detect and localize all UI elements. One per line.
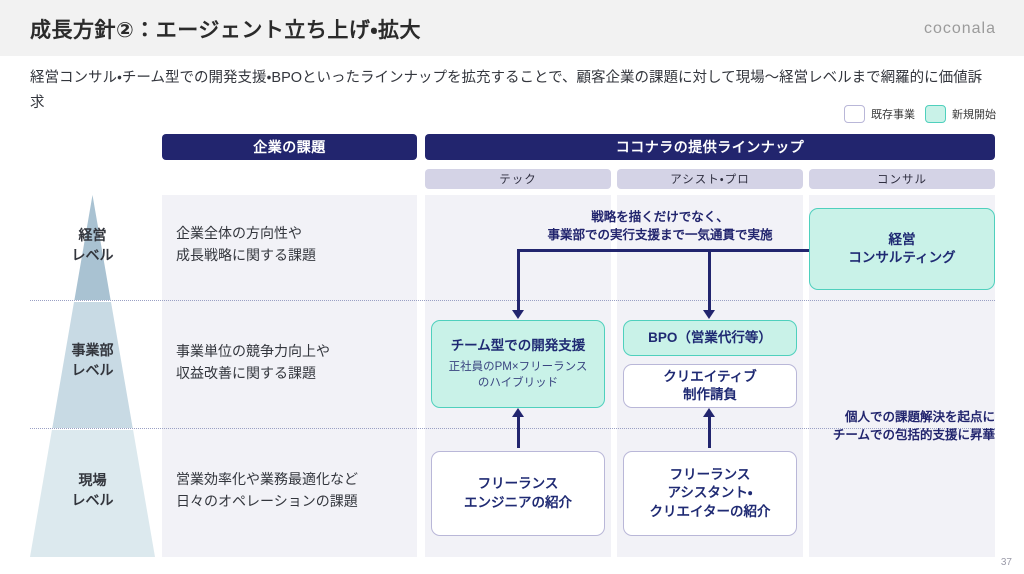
slide-header: 成長方針②：エージェント立ち上げ・拡大 coconala bbox=[0, 0, 1024, 56]
legend-item-existing: 既存事業 bbox=[844, 105, 915, 123]
card-freelance-assistant-line2: アシスタント・ bbox=[667, 485, 753, 501]
column-panel-issues bbox=[162, 195, 417, 557]
row-separator-2 bbox=[30, 428, 995, 429]
legend-item-new: 新規開始 bbox=[925, 105, 996, 123]
card-creative-line2: 制作請負 bbox=[683, 387, 737, 402]
page-number: 37 bbox=[1000, 557, 1012, 568]
card-freelance-engineer-line2: エンジニアの紹介 bbox=[464, 494, 572, 510]
annotation-top-line2: 事業部での実行支援まで一気通貫で実施 bbox=[547, 228, 773, 243]
coconala-logo: coconala bbox=[923, 20, 996, 37]
row-label-frontline-line1: 現場 bbox=[78, 472, 107, 488]
card-management-consulting-line2: コンサルティング bbox=[848, 250, 956, 265]
row-label-division-line1: 事業部 bbox=[71, 342, 114, 358]
arrowhead-up-tech-icon bbox=[512, 408, 524, 417]
row-label-management-line2: レベル bbox=[71, 247, 114, 264]
row-label-division: 事業部 レベル bbox=[30, 340, 155, 381]
card-team-development-sub-line2: のハイブリッド bbox=[477, 376, 559, 389]
legend-label-new: 新規開始 bbox=[952, 109, 996, 121]
connector-horizontal bbox=[518, 249, 811, 252]
column-header-issues: 企業の課題 bbox=[162, 134, 417, 160]
annotation-right-line1: 個人での課題解決を起点に bbox=[844, 410, 995, 424]
level-pyramid bbox=[30, 195, 155, 557]
issue-division-line2: 収益改善に関する課題 bbox=[176, 365, 316, 382]
issue-text-division: 事業単位の競争力向上や 収益改善に関する課題 bbox=[176, 340, 416, 385]
card-freelance-assistant[interactable]: フリーランス アシスタント・ クリエイターの紹介 bbox=[623, 451, 797, 536]
pyramid-shape-icon bbox=[30, 195, 155, 557]
issue-management-line2: 成長戦略に関する課題 bbox=[176, 247, 316, 264]
card-creative-line1: クリエイティブ bbox=[663, 368, 757, 384]
subheader-consul: コンサル bbox=[809, 169, 995, 189]
annotation-top-line1: 戦略を描くだけでなく、 bbox=[591, 210, 729, 224]
legend-swatch-new-icon bbox=[925, 105, 946, 123]
card-bpo[interactable]: BPO（営業代行等） bbox=[623, 320, 797, 356]
connector-vertical-up-tech bbox=[517, 414, 520, 448]
row-separator-1 bbox=[30, 300, 995, 301]
connector-vertical-tech bbox=[517, 249, 520, 311]
annotation-top: 戦略を描くだけでなく、 事業部での実行支援まで一気通貫で実施 bbox=[505, 208, 815, 244]
lead-paragraph: 経営コンサル・チーム型での開発支援・BPOといったラインナップを拡充することで、… bbox=[30, 70, 983, 112]
card-creative-production[interactable]: クリエイティブ 制作請負 bbox=[623, 364, 797, 408]
arrowhead-down-tech-icon bbox=[512, 310, 524, 319]
card-freelance-assistant-line3: クリエイターの紹介 bbox=[649, 503, 771, 519]
connector-vertical-up-assist bbox=[708, 414, 711, 448]
issue-text-frontline: 営業効率化や業務最適化など 日々のオペレーションの課題 bbox=[176, 468, 416, 513]
column-header-lineup: ココナラの提供ラインナップ bbox=[425, 134, 995, 160]
issue-management-line1: 企業全体の方向性や bbox=[176, 225, 302, 241]
arrowhead-down-assist-icon bbox=[703, 310, 715, 319]
issue-frontline-line1: 営業効率化や業務最適化など bbox=[176, 471, 358, 487]
row-label-frontline: 現場 レベル bbox=[30, 470, 155, 511]
row-label-division-line2: レベル bbox=[71, 362, 114, 379]
legend-label-existing: 既存事業 bbox=[871, 109, 915, 121]
card-team-development-sub-line1: 正社員のPM×フリーランス bbox=[448, 360, 588, 373]
card-bpo-title: BPO（営業代行等） bbox=[648, 329, 772, 345]
card-team-development-title: チーム型での開発支援 bbox=[450, 338, 586, 354]
arrowhead-up-assist-icon bbox=[703, 408, 715, 417]
row-label-management-line1: 経営 bbox=[78, 227, 107, 243]
page-title: 成長方針②：エージェント立ち上げ・拡大 bbox=[30, 19, 421, 42]
connector-vertical-assist bbox=[708, 249, 711, 311]
card-management-consulting[interactable]: 経営 コンサルティング bbox=[809, 208, 995, 290]
subheader-tech: テック bbox=[425, 169, 611, 189]
issue-frontline-line2: 日々のオペレーションの課題 bbox=[176, 493, 358, 510]
card-management-consulting-line1: 経営 bbox=[888, 231, 916, 247]
subheader-assist: アシスト・プロ bbox=[617, 169, 803, 189]
issue-text-management: 企業全体の方向性や 成長戦略に関する課題 bbox=[176, 222, 416, 267]
annotation-right: 個人での課題解決を起点に チームでの包括的支援に昇華 bbox=[790, 408, 995, 444]
row-label-management: 経営 レベル bbox=[30, 225, 155, 266]
card-freelance-assistant-line1: フリーランス bbox=[669, 467, 751, 483]
row-label-frontline-line2: レベル bbox=[71, 492, 114, 509]
legend: 既存事業 新規開始 bbox=[844, 105, 996, 123]
card-freelance-engineer-line1: フリーランス bbox=[477, 476, 559, 492]
card-team-development-support[interactable]: チーム型での開発支援 正社員のPM×フリーランス のハイブリッド bbox=[431, 320, 605, 408]
legend-swatch-existing-icon bbox=[844, 105, 865, 123]
annotation-right-line2: チームでの包括的支援に昇華 bbox=[832, 428, 995, 443]
issue-division-line1: 事業単位の競争力向上や bbox=[176, 343, 330, 359]
card-freelance-engineer[interactable]: フリーランス エンジニアの紹介 bbox=[431, 451, 605, 536]
